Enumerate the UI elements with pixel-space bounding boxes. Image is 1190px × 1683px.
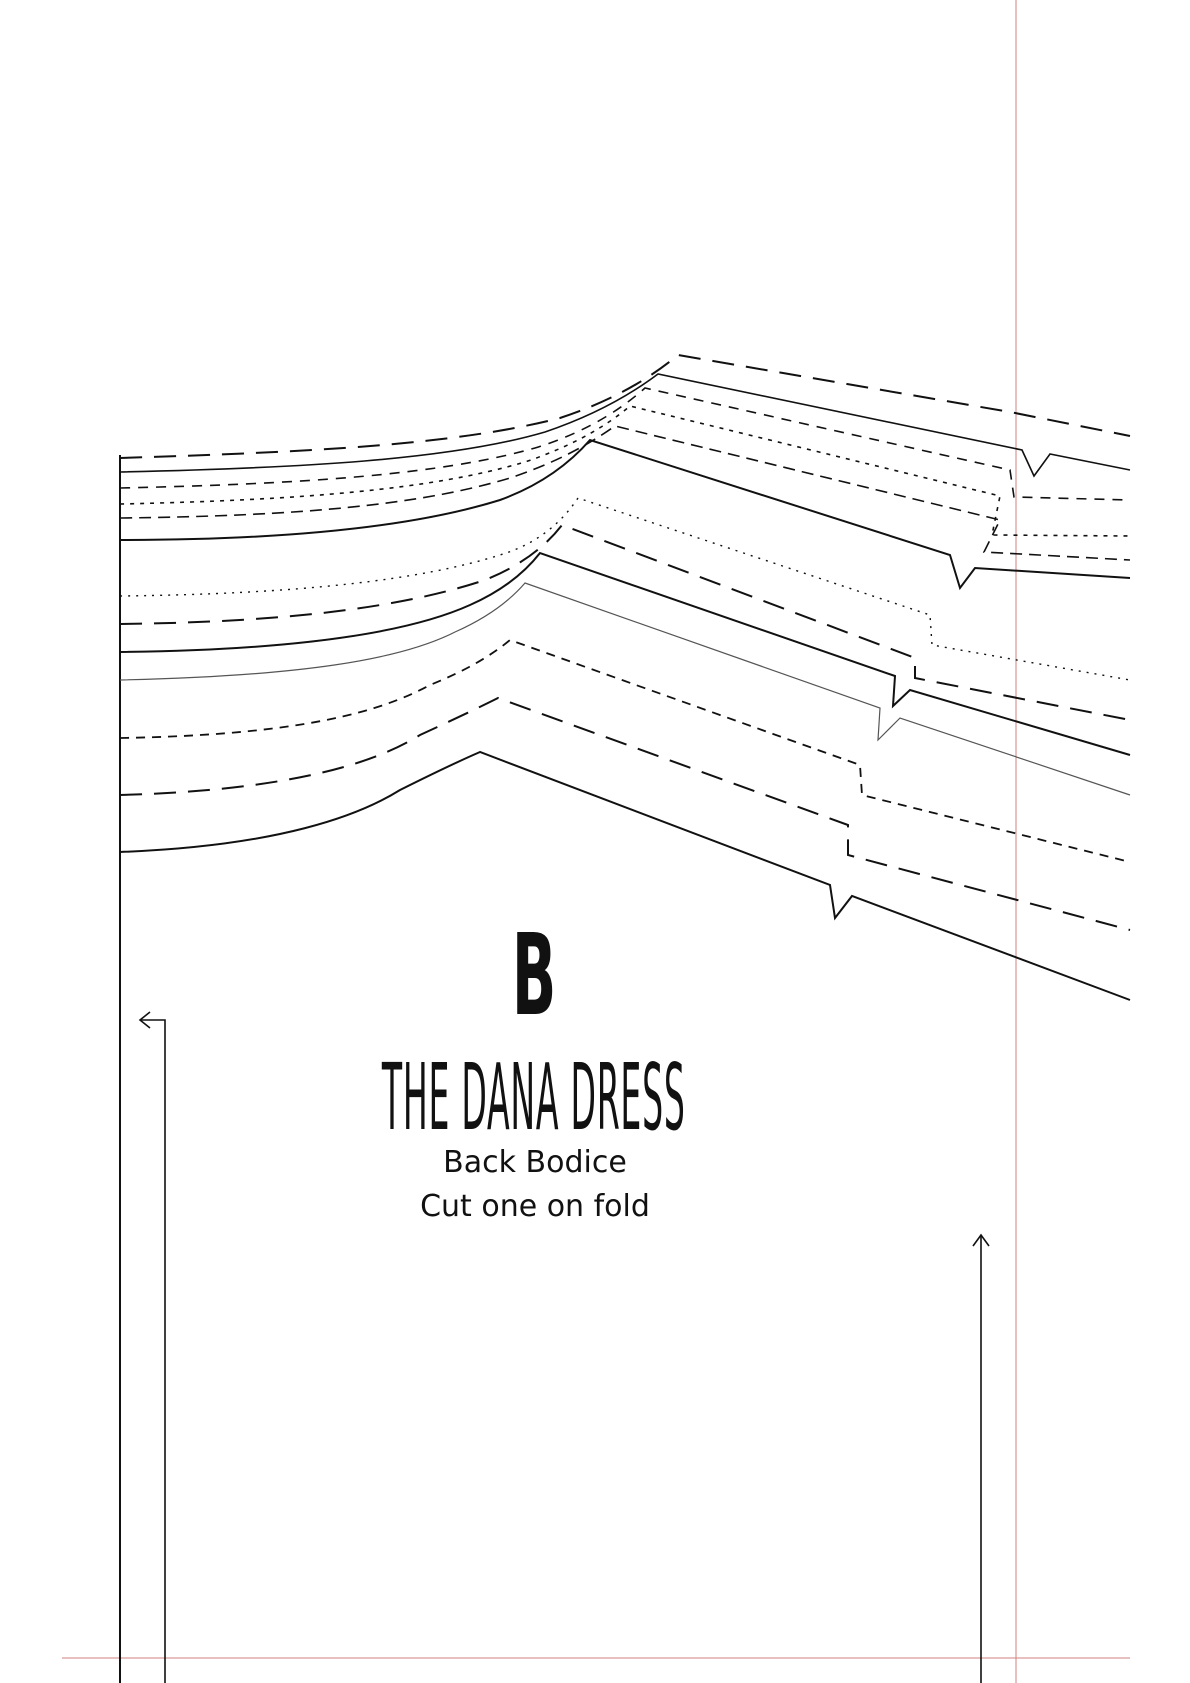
size-line-1 bbox=[119, 353, 1131, 459]
size-line-5 bbox=[119, 425, 1131, 561]
size-line-8 bbox=[119, 523, 1131, 721]
pattern-title: THE DANA DRESS bbox=[381, 1044, 686, 1151]
size-line-10 bbox=[119, 582, 1131, 796]
fold-arrow bbox=[138, 1011, 166, 1683]
grainline-arrow bbox=[972, 1233, 990, 1683]
piece-letter: B bbox=[511, 911, 557, 1041]
cut-instruction: Cut one on fold bbox=[420, 1189, 650, 1224]
size-line-6 bbox=[119, 438, 1131, 591]
arrow-head-up-icon bbox=[972, 1233, 990, 1247]
size-line-11 bbox=[119, 638, 1131, 863]
size-line-13 bbox=[119, 750, 1131, 1001]
arrow-head-left-icon bbox=[138, 1011, 151, 1029]
size-line-2 bbox=[119, 373, 1131, 478]
size-line-9 bbox=[119, 551, 1131, 756]
size-line-3 bbox=[119, 387, 1131, 501]
size-line-7 bbox=[119, 497, 1131, 681]
size-line-4 bbox=[119, 405, 1131, 537]
size-line-12 bbox=[119, 696, 1131, 931]
piece-name: Back Bodice bbox=[443, 1145, 627, 1180]
